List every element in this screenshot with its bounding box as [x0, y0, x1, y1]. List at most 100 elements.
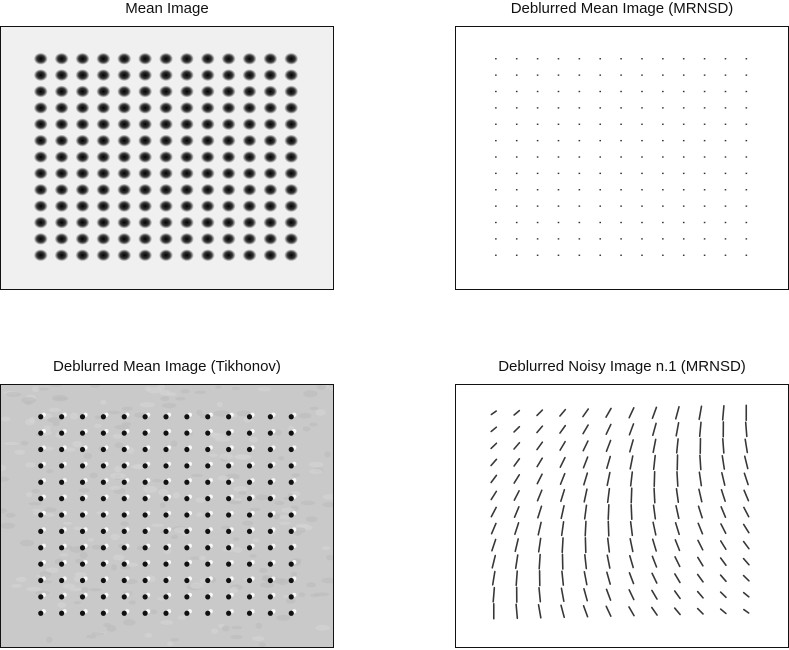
grid-dot — [38, 512, 43, 517]
panel-title: Mean Image — [0, 0, 334, 18]
grid-dot — [268, 447, 273, 452]
grid-dot — [263, 135, 277, 147]
grid-point — [516, 173, 518, 174]
grid-point — [683, 222, 685, 223]
grid-dot — [268, 562, 273, 567]
grid-point — [704, 255, 706, 256]
grid-point — [704, 173, 706, 174]
grid-point — [725, 189, 727, 190]
grid-dot — [163, 463, 168, 468]
grid-dot — [59, 578, 64, 583]
streak — [746, 422, 747, 436]
grid-point — [620, 124, 622, 125]
grid-dot — [34, 151, 48, 163]
grid-dot — [243, 167, 257, 179]
grid-dot — [143, 545, 148, 550]
grid-dot — [80, 578, 85, 583]
grid-point — [516, 107, 518, 108]
grid-dot — [117, 167, 131, 179]
texture-mark — [107, 411, 120, 415]
streak — [493, 588, 494, 602]
grid-point — [725, 205, 727, 206]
grid-point — [725, 91, 727, 92]
grid-dot — [76, 151, 90, 163]
grid-dot — [263, 233, 277, 245]
grid-dot — [222, 53, 236, 65]
texture-mark — [315, 409, 326, 416]
texture-mark — [46, 469, 53, 473]
texture-mark — [4, 442, 19, 445]
texture-mark — [196, 410, 203, 416]
panel-title: Deblurred Noisy Image n.1 (MRNSD) — [455, 358, 789, 376]
grid-point — [683, 58, 685, 59]
grid-dot — [289, 529, 294, 534]
grid-dot — [180, 233, 194, 245]
grid-point — [746, 107, 748, 108]
texture-mark — [151, 524, 164, 527]
grid-point — [537, 58, 539, 59]
grid-point — [662, 58, 664, 59]
texture-mark — [26, 492, 32, 497]
grid-dot — [184, 447, 189, 452]
grid-dot — [38, 480, 43, 485]
grid-dot — [163, 512, 168, 517]
grid-dot — [117, 200, 131, 212]
texture-mark — [298, 413, 311, 419]
panel-title: Deblurred Mean Image (Tikhonov) — [0, 358, 334, 376]
grid-dot — [180, 69, 194, 81]
texture-mark — [258, 387, 272, 392]
grid-dot — [205, 594, 210, 599]
grid-point — [746, 205, 748, 206]
grid-point — [558, 255, 560, 256]
grid-dot — [284, 53, 298, 65]
grid-point — [662, 189, 664, 190]
panel-deblurred-mean-tikhonov: Deblurred Mean Image (Tikhonov) — [0, 358, 334, 650]
texture-mark — [1, 523, 15, 529]
grid-dot — [163, 529, 168, 534]
grid-point — [537, 173, 539, 174]
grid-point — [704, 205, 706, 206]
grid-point — [725, 74, 727, 75]
grid-point — [746, 238, 748, 239]
texture-mark — [54, 397, 69, 400]
grid-dot — [101, 594, 106, 599]
grid-point — [704, 189, 706, 190]
grid-dot — [59, 496, 64, 501]
grid-dot — [55, 118, 69, 130]
streak — [608, 521, 609, 536]
grid-dot — [138, 135, 152, 147]
grid-point — [662, 156, 664, 157]
grid-point — [746, 255, 748, 256]
grid-point — [558, 124, 560, 125]
texture-mark — [14, 450, 25, 455]
grid-dot — [205, 562, 210, 567]
grid-dot — [268, 480, 273, 485]
mean-image-frame — [0, 26, 334, 290]
grid-point — [620, 140, 622, 141]
grid-dot — [247, 496, 252, 501]
texture-mark — [88, 538, 94, 542]
grid-dot — [284, 217, 298, 229]
grid-dot — [76, 184, 90, 196]
grid-dot — [222, 167, 236, 179]
texture-mark — [301, 501, 316, 506]
grid-point — [662, 173, 664, 174]
texture-mark — [303, 390, 317, 397]
grid-dot — [122, 463, 127, 468]
texture-mark — [167, 641, 173, 646]
grid-dot — [101, 529, 106, 534]
grid-dot — [201, 200, 215, 212]
texture-mark — [84, 453, 93, 460]
grid-point — [599, 173, 601, 174]
texture-mark — [29, 417, 35, 423]
grid-dot — [143, 578, 148, 583]
streak — [585, 521, 586, 535]
grid-dot — [34, 200, 48, 212]
grid-point — [599, 107, 601, 108]
grid-dot — [263, 151, 277, 163]
grid-point — [599, 140, 601, 141]
grid-dot — [76, 53, 90, 65]
streak — [562, 538, 563, 552]
grid-dot — [268, 512, 273, 517]
texture-mark — [86, 635, 96, 639]
